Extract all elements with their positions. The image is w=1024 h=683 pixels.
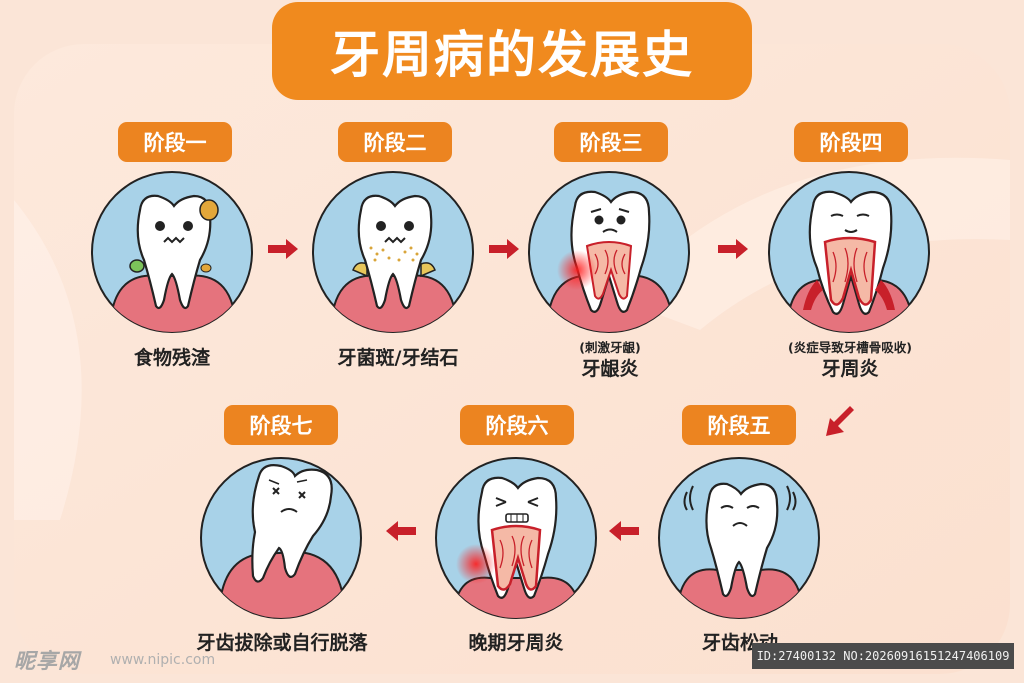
stage-3-caption: 牙龈炎 xyxy=(581,358,639,380)
stage-4-caption: 牙周炎 xyxy=(821,358,879,380)
arrow-left-5-to-6 xyxy=(609,521,639,541)
stage-7-caption: 牙齿拔除或自行脱落 xyxy=(196,632,368,654)
stage-3-tooth-illustration xyxy=(527,170,691,334)
stage-1-tooth-illustration xyxy=(90,170,254,334)
stage-3-note: (刺激牙龈) xyxy=(579,340,641,355)
stage-1-label: 阶段一 xyxy=(118,122,232,162)
page-title: 牙周病的发展史 xyxy=(272,2,752,100)
stage-1-caption: 食物残渣 xyxy=(133,347,210,369)
stage-7-tooth-illustration xyxy=(199,456,363,620)
stage-6-label: 阶段六 xyxy=(460,405,574,445)
stage-7-label: 阶段七 xyxy=(224,405,338,445)
stage-3-label: 阶段三 xyxy=(554,122,668,162)
arrow-right-1-to-2 xyxy=(268,239,298,259)
watermark-brand: 昵享网 xyxy=(14,649,80,673)
stage-2-tooth-illustration xyxy=(311,170,475,334)
stage-6-caption: 晚期牙周炎 xyxy=(468,632,564,654)
stage-5-tooth-illustration xyxy=(657,456,821,620)
arrow-left-6-to-7 xyxy=(386,521,416,541)
stage-4-note: (炎症导致牙槽骨吸收) xyxy=(788,340,912,355)
watermark-id: ID:27400132 NO:20260916151247406109 xyxy=(752,643,1014,669)
stage-2-label: 阶段二 xyxy=(338,122,452,162)
stage-2-caption: 牙菌斑/牙结石 xyxy=(337,347,459,369)
arrow-down-left-4-to-5 xyxy=(826,406,854,436)
stage-4-label: 阶段四 xyxy=(794,122,908,162)
watermark-url: www.nipic.com xyxy=(110,652,216,668)
arrow-right-2-to-3 xyxy=(489,239,519,259)
stage-6-tooth-illustration xyxy=(434,456,598,620)
stage-5-label: 阶段五 xyxy=(682,405,796,445)
arrow-right-3-to-4 xyxy=(718,239,748,259)
stage-4-tooth-illustration xyxy=(767,170,931,334)
